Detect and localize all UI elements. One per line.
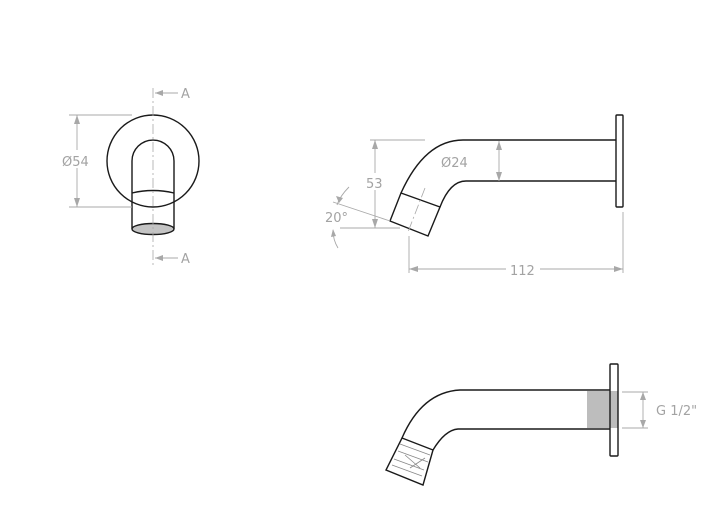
nozzle [389, 192, 441, 237]
length-dimension: 112 [510, 264, 535, 279]
nozzle-band [131, 189, 175, 194]
thread-dimension: G 1/2" [656, 404, 697, 419]
wall-flange [609, 363, 619, 457]
tube-diameter-dimension: Ø24 [441, 156, 468, 171]
nozzle [385, 437, 434, 486]
height-dimension: 53 [366, 177, 383, 192]
angle-reference-line [332, 201, 391, 222]
spout-outer-line [401, 389, 610, 439]
spout-inner-line [439, 180, 616, 208]
diameter-dimension: Ø54 [62, 155, 89, 170]
aerator-detail [391, 443, 431, 477]
section-label-bottom: A [181, 252, 190, 267]
nozzle-sides [131, 193, 175, 229]
spout-inner-line [432, 428, 610, 451]
wall-flange [615, 114, 624, 208]
front-view: A A Ø54 [60, 87, 200, 267]
section-label-top: A [181, 87, 190, 102]
angle-dimension: 20° [325, 211, 348, 226]
section-view: G 1/2" [385, 363, 697, 486]
spout-outer-line [400, 139, 616, 194]
thread-section [587, 391, 618, 428]
side-view: 53 Ø24 20° 112 [325, 114, 624, 279]
